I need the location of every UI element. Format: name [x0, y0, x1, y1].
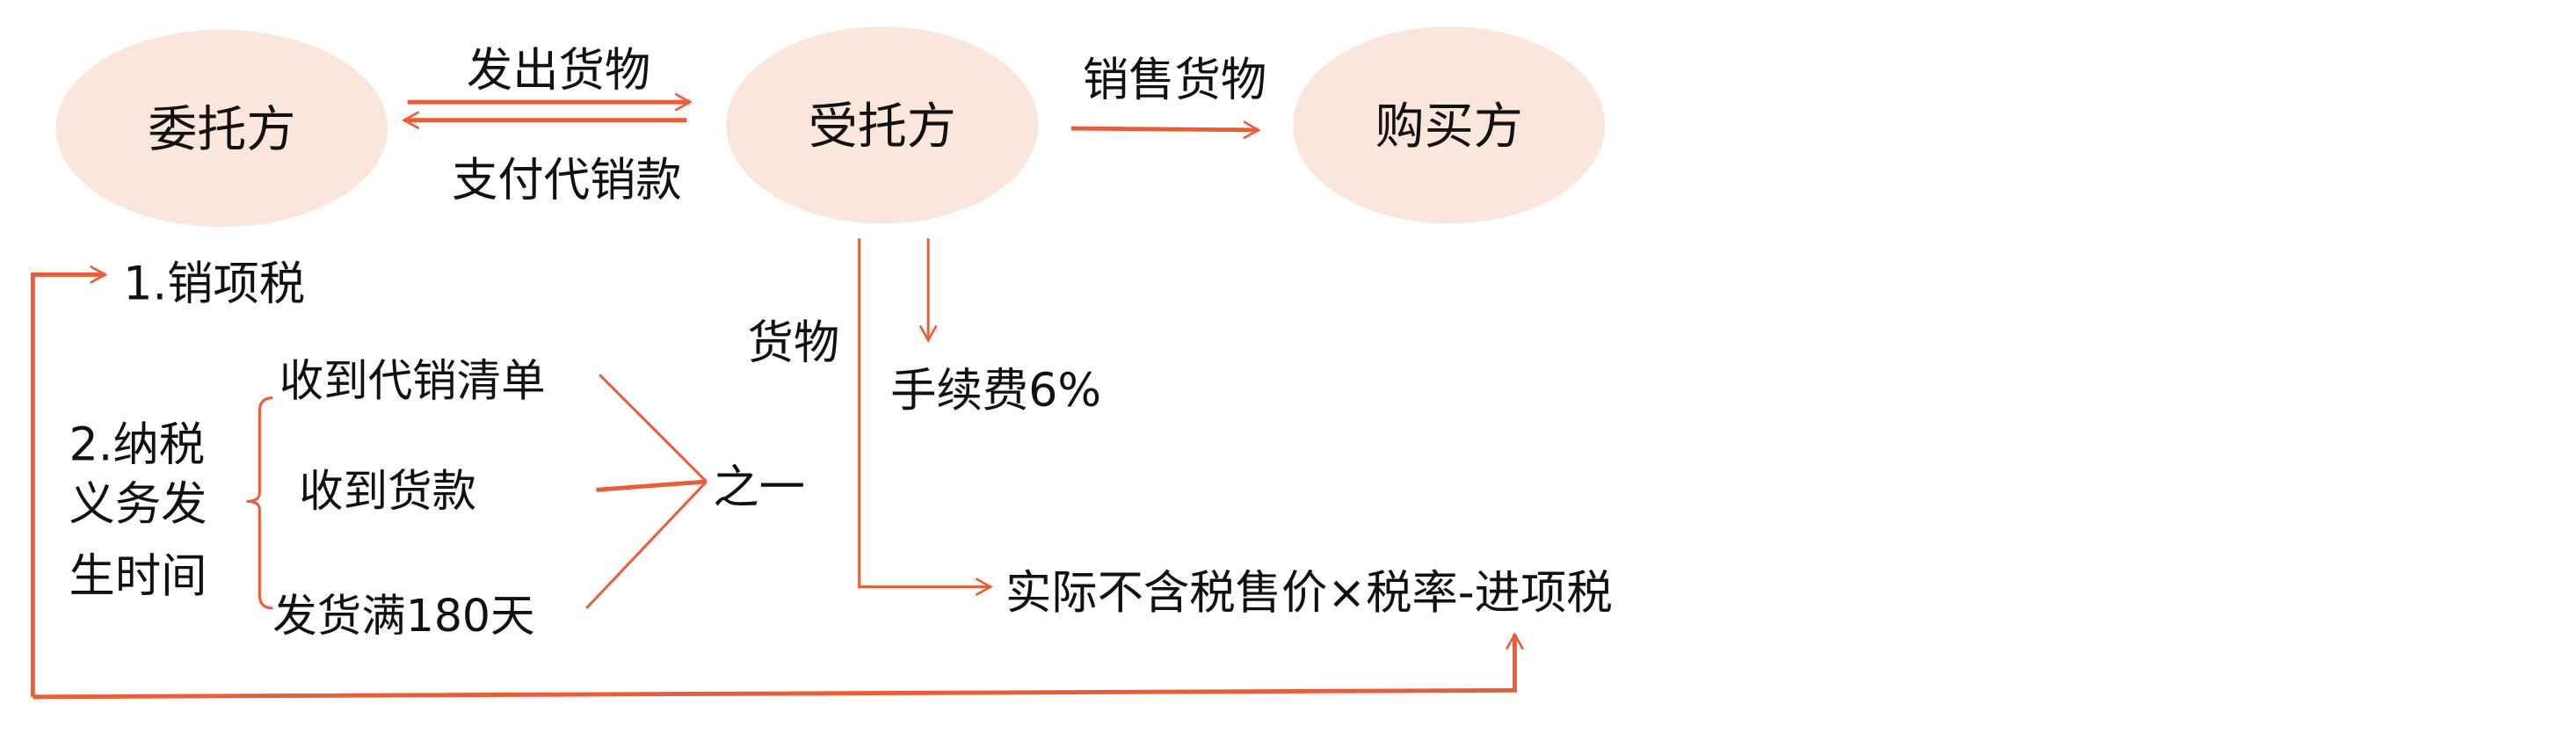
fee-label: 手续费6%	[890, 364, 1101, 418]
obligation-line3: 生时间	[69, 549, 207, 603]
sell-goods-arrow	[1070, 120, 1261, 140]
consignor-node	[55, 29, 388, 228]
conditions-bracket	[246, 396, 273, 610]
pay-proceeds-label: 支付代销款	[452, 154, 682, 207]
formula-label: 实际不含税售价×税率-进项税	[1005, 566, 1613, 620]
consignee-label: 受托方	[809, 98, 956, 156]
condition-1: 收到代销清单	[279, 355, 546, 407]
condition-2: 收到货款	[299, 465, 476, 517]
output-tax-label: 1.销项税	[123, 257, 305, 310]
obligation-line2: 义务发	[69, 477, 207, 531]
consignee-node	[726, 26, 1039, 224]
sell-goods-label: 销售货物	[1083, 54, 1266, 107]
condition-3-line	[585, 480, 707, 609]
condition-3: 发货满180天	[272, 590, 534, 642]
goods-arrow	[858, 238, 993, 597]
obligation-line1: 2.纳税	[69, 418, 206, 472]
condition-2-line	[596, 479, 707, 492]
either-label: 之一	[713, 461, 805, 514]
buyer-label: 购买方	[1375, 98, 1523, 156]
buyer-node	[1293, 26, 1606, 224]
condition-1-line	[599, 374, 707, 483]
formula-arrow	[33, 632, 1524, 700]
ship-goods-label: 发出货物	[467, 43, 650, 97]
consignor-label: 委托方	[148, 102, 295, 159]
goods-label: 货物	[748, 316, 840, 370]
output-tax-arrow	[30, 265, 108, 697]
